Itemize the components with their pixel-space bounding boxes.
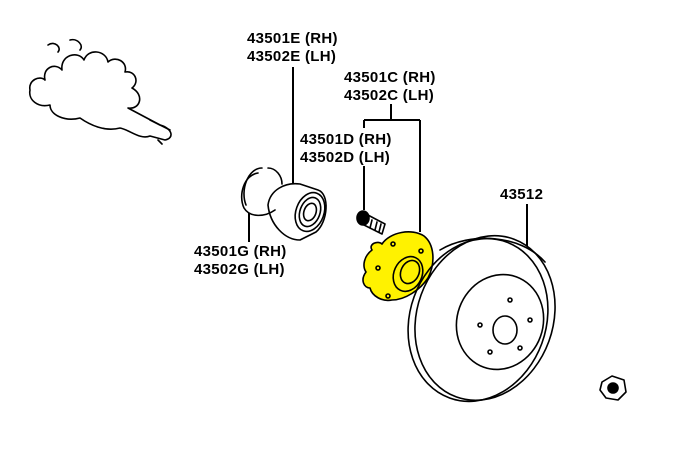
hand-pointer-icon: [28, 38, 172, 145]
snap-ring-lh-label: 43502G (LH): [194, 261, 285, 278]
snap-ring: [240, 167, 283, 217]
hub-bolt-lh-label: 43502D (LH): [300, 149, 390, 166]
disc-rotor: [407, 234, 556, 403]
disc-part-number: 43512: [500, 186, 544, 203]
hub-nut: [599, 375, 627, 401]
hub-bolt-rh-label: 43501D (RH): [300, 131, 392, 148]
hub-lh-label: 43502C (LH): [344, 87, 434, 104]
bearing-part-number: 43501E (RH) 43502E (LH): [247, 30, 338, 66]
hub-bolt: [356, 210, 386, 235]
hub-part-number: 43501C (RH) 43502C (LH): [344, 69, 436, 105]
leader-lines: [248, 67, 528, 246]
snap-ring-rh-label: 43501G (RH): [194, 243, 287, 260]
wheel-bearing: [267, 182, 327, 241]
bearing-rh-label: 43501E (RH): [247, 30, 338, 47]
bearing-lh-label: 43502E (LH): [247, 48, 337, 65]
axle-hub-highlighted: [362, 231, 434, 302]
hub-bolt-part-number: 43501D (RH) 43502D (LH): [300, 131, 392, 167]
hub-rh-label: 43501C (RH): [344, 69, 436, 86]
snap-ring-part-number: 43501G (RH) 43502G (LH): [194, 243, 287, 279]
